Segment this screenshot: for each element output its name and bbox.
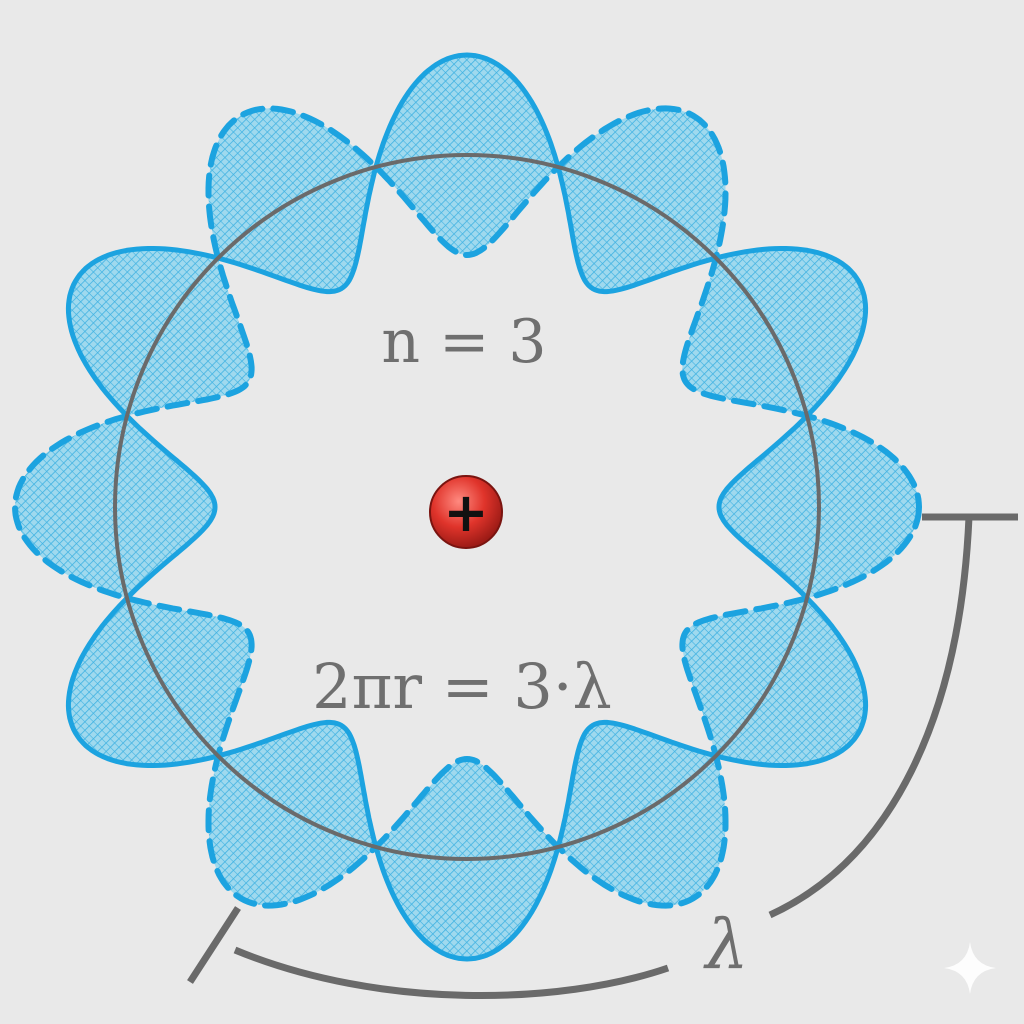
orbit-circle (113, 153, 821, 861)
quantization-condition-label: 2πr = 3·λ (312, 650, 612, 723)
sparkle-icon (944, 942, 996, 994)
quantum-number-label: n = 3 (381, 307, 546, 377)
wavelength-bracket (187, 513, 1018, 1000)
nucleus-plus-sign: + (443, 481, 488, 544)
standing-wave-solid (65, 52, 869, 962)
nucleus: + (429, 475, 503, 549)
standing-wave-dashed (11, 105, 923, 909)
wavelength-label: λ (702, 906, 748, 985)
